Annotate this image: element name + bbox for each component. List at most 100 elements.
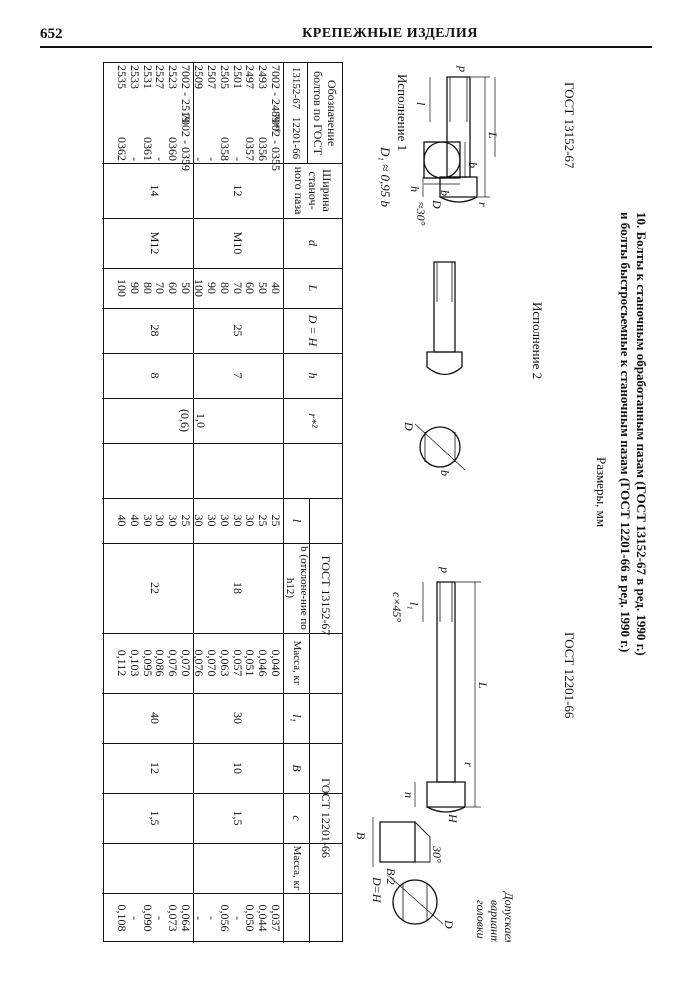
- table-cell-L: 70: [153, 282, 168, 294]
- table-cell-g2: 0356: [256, 137, 271, 161]
- table-cell-g2: -: [205, 157, 219, 161]
- table-cell-l1: 40: [147, 712, 162, 724]
- table-cell-m1: 0,076: [192, 649, 207, 677]
- table-cell-m2: 0,090: [140, 904, 155, 932]
- table-cell-l: 25: [269, 514, 283, 527]
- table-cell-m2: -: [192, 916, 207, 920]
- table-cell-l: 30: [166, 514, 181, 527]
- table-cell-m1: 0,051: [243, 649, 258, 677]
- alt-head-drawing: [389, 876, 444, 925]
- technical-drawings: L l h r p b D ≈30° b D b L l₁ p c×45° n …: [354, 65, 516, 942]
- table-cell-l: 30: [153, 514, 168, 527]
- table-cell-l: 25: [179, 514, 193, 527]
- dim-label-angle30: ≈30°: [414, 202, 428, 226]
- dim-label-D-alt: D: [442, 919, 456, 929]
- page-header: 652 КРЕПЕЖНЫЕ ИЗДЕЛИЯ: [40, 20, 652, 48]
- table-cell-g2: -: [127, 157, 142, 161]
- table-cell-B: 12: [147, 762, 162, 774]
- table-cell-m2: -: [127, 916, 142, 920]
- table-cell-l: 30: [140, 514, 155, 527]
- table-cell-d: M10: [231, 231, 246, 255]
- dim-label-cx45: c×45°: [390, 592, 404, 622]
- table-cell-d: M12: [147, 231, 162, 255]
- table-cell-L: 100: [192, 279, 207, 297]
- table-cell-h: 8: [147, 372, 162, 379]
- table-cell-g2: 0357: [243, 137, 258, 161]
- dim-label-H: H: [446, 813, 460, 824]
- table-cell-m1: 0,095: [140, 649, 155, 677]
- dim-label-DH-alt: D=H: [370, 876, 384, 904]
- table-cell-l1: 30: [231, 712, 246, 724]
- table-cell-B: 10: [231, 762, 246, 774]
- table-cell-g2: -: [192, 157, 207, 161]
- table-cell-L: 100: [115, 279, 129, 297]
- dim-label-b: b: [466, 162, 480, 168]
- table-cell-l: 30: [243, 514, 258, 527]
- table-cell-m1: 0,046: [256, 649, 271, 677]
- dim-label-B2: B/2: [384, 868, 398, 885]
- table-cell-L: 70: [230, 282, 245, 294]
- dim-label-angle30b: 30°: [430, 845, 444, 863]
- bolts-table: Обозначение болтов по ГОСТ 13152-67 1220…: [102, 62, 343, 943]
- table-cell-b: 22: [147, 582, 162, 594]
- table-cell-L: 80: [140, 282, 155, 294]
- dim-label-n: n: [402, 792, 416, 798]
- bolt-variant1-section-drawing: [423, 141, 466, 185]
- table-cell-l: 30: [192, 514, 207, 527]
- bolt-12201-head-section: [372, 817, 431, 867]
- alt-head-caption-1: Допускаемый: [502, 891, 516, 942]
- dim-label-p: p: [456, 65, 470, 72]
- dim-label-L: L: [486, 131, 500, 139]
- table-cell-m1: 0,076: [166, 649, 181, 677]
- table-cell-m2: -: [205, 916, 219, 920]
- table-cell-m2: -: [230, 916, 245, 920]
- dim-label-b-var2: b: [438, 470, 452, 476]
- table-cell-L: 40: [269, 282, 283, 294]
- header-rule: [40, 46, 652, 48]
- bolt-12201-drawing: [414, 581, 481, 813]
- table-cell-l: 25: [256, 514, 271, 527]
- table-cell-g2: -: [153, 157, 168, 161]
- table-cell-g2: 0358: [217, 137, 232, 161]
- table-cell-DH: 28: [147, 324, 162, 337]
- table-cell-slot-width: 12: [231, 184, 246, 197]
- table-cell-g2: 7002 - 0355: [269, 113, 283, 171]
- table-cell-L: 60: [166, 282, 181, 294]
- table-cell-l: 30: [230, 514, 245, 527]
- table-cell-m1: 0,112: [115, 649, 129, 677]
- alt-head-caption-2: вариант: [488, 900, 502, 942]
- table-cell-m1: 0,040: [269, 649, 283, 677]
- table-cell-m1: 0,070: [179, 649, 193, 677]
- dim-label-L-12201: L: [476, 681, 490, 689]
- table-cell-L: 50: [256, 282, 271, 294]
- bolt-variant2-drawing: [426, 261, 463, 376]
- table-cell-m2: 0,050: [243, 904, 258, 932]
- table-cell-r: 1,0: [194, 413, 208, 428]
- dim-label-B: B: [354, 832, 368, 840]
- rotated-content: 10. Болты к станочным обработанным пазам…: [95, 62, 655, 943]
- table-cell-b: 18: [231, 582, 246, 594]
- dim-label-D-var2: D: [402, 421, 416, 431]
- table-cell-h: 7: [231, 372, 246, 379]
- table-cell-m1: 0,070: [205, 649, 219, 677]
- table-cell-m1: 0,103: [127, 649, 142, 677]
- table-cell-m1: 0,057: [230, 649, 245, 677]
- table-cell-r: (0,6): [178, 409, 192, 432]
- dim-label-b-section: b: [438, 190, 452, 196]
- running-title: КРЕПЕЖНЫЕ ИЗДЕЛИЯ: [302, 26, 478, 41]
- table-cell-l: 40: [115, 514, 129, 527]
- bolt-variant2-head-view: [414, 423, 466, 471]
- table-cell-l: 30: [205, 514, 219, 527]
- table-cell-m2: 0,064: [179, 904, 193, 932]
- table-cell-L: 60: [243, 282, 258, 294]
- table-cell-slot-width: 14: [147, 184, 162, 197]
- table-cell-L: 90: [127, 282, 142, 294]
- table-cell-m2: 0,073: [166, 904, 181, 932]
- table-cell-m2: 0,044: [256, 904, 271, 932]
- table-cell-L: 80: [217, 282, 232, 294]
- table-cell-DH: 25: [231, 324, 246, 337]
- table-cell-l: 30: [217, 514, 232, 527]
- table-cell-m2: 0,037: [269, 904, 283, 932]
- table-cell-m1: 0,063: [217, 649, 232, 677]
